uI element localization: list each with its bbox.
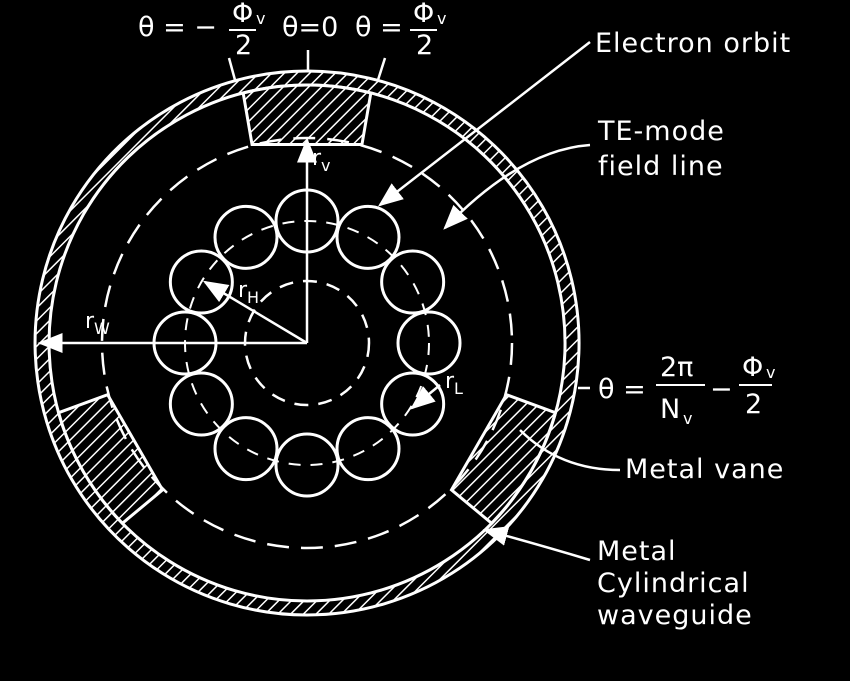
svg-text:−: − — [710, 374, 733, 405]
svg-text:2π: 2π — [660, 352, 693, 383]
electron-orbit-circle — [274, 432, 340, 498]
svg-text:v: v — [437, 9, 446, 28]
electron-orbit-circle — [396, 310, 462, 376]
metal-vane — [56, 392, 165, 526]
electron-orbit-circle — [168, 249, 234, 315]
waveguide-label-3: waveguide — [597, 600, 753, 631]
metal-vanes — [56, 83, 558, 526]
svg-text:v: v — [766, 363, 775, 382]
svg-text:Φ: Φ — [742, 352, 763, 383]
electron-orbit-circle — [213, 416, 279, 482]
theta-neg-label: θ = − Φ v 2 — [138, 0, 265, 61]
r-l-arrow — [410, 384, 441, 410]
svg-text:Φ: Φ — [413, 0, 434, 29]
electron-orbit-circle — [335, 416, 401, 482]
theta-zero-label: θ=0 — [282, 12, 338, 43]
svg-text:θ =: θ = — [598, 374, 646, 405]
svg-text:Φ: Φ — [232, 0, 253, 29]
te-mode-label: TE-mode — [597, 116, 725, 147]
waveguide-wall — [33, 69, 581, 617]
electron-orbit-label: Electron orbit — [595, 28, 791, 59]
waveguide-label-1: Metal — [597, 536, 677, 567]
electron-orbit-circle — [213, 204, 279, 270]
metal-vane — [449, 392, 558, 526]
r-h-arrow — [202, 280, 308, 345]
waveguide-label-2: Cylindrical — [597, 568, 750, 599]
electron-orbit-circle — [380, 371, 446, 437]
svg-text:2: 2 — [235, 30, 252, 61]
svg-text:N: N — [660, 394, 680, 425]
electron-orbit-circle — [168, 371, 234, 437]
metal-vane-label: Metal vane — [625, 454, 784, 485]
svg-text:θ = −: θ = − — [138, 12, 217, 43]
r-h-label: rH — [238, 278, 259, 307]
svg-text:2: 2 — [745, 389, 762, 420]
r-v-label: rv — [312, 146, 331, 175]
svg-text:v: v — [256, 9, 265, 28]
theta-pos-label: θ = Φ v 2 — [355, 0, 446, 61]
r-l-label: rL — [445, 369, 463, 398]
svg-text:2: 2 — [416, 30, 433, 61]
svg-text:v: v — [683, 409, 692, 428]
te-field-line-label: field line — [598, 151, 724, 182]
svg-text:θ =: θ = — [355, 12, 403, 43]
theta-vane-edge-label: θ = 2π N v − Φ v 2 — [578, 352, 775, 428]
metal-vane — [241, 83, 373, 146]
electron-orbit-circle — [335, 204, 401, 270]
r-w-label: rW — [85, 309, 110, 338]
electron-orbit-circle — [380, 249, 446, 315]
